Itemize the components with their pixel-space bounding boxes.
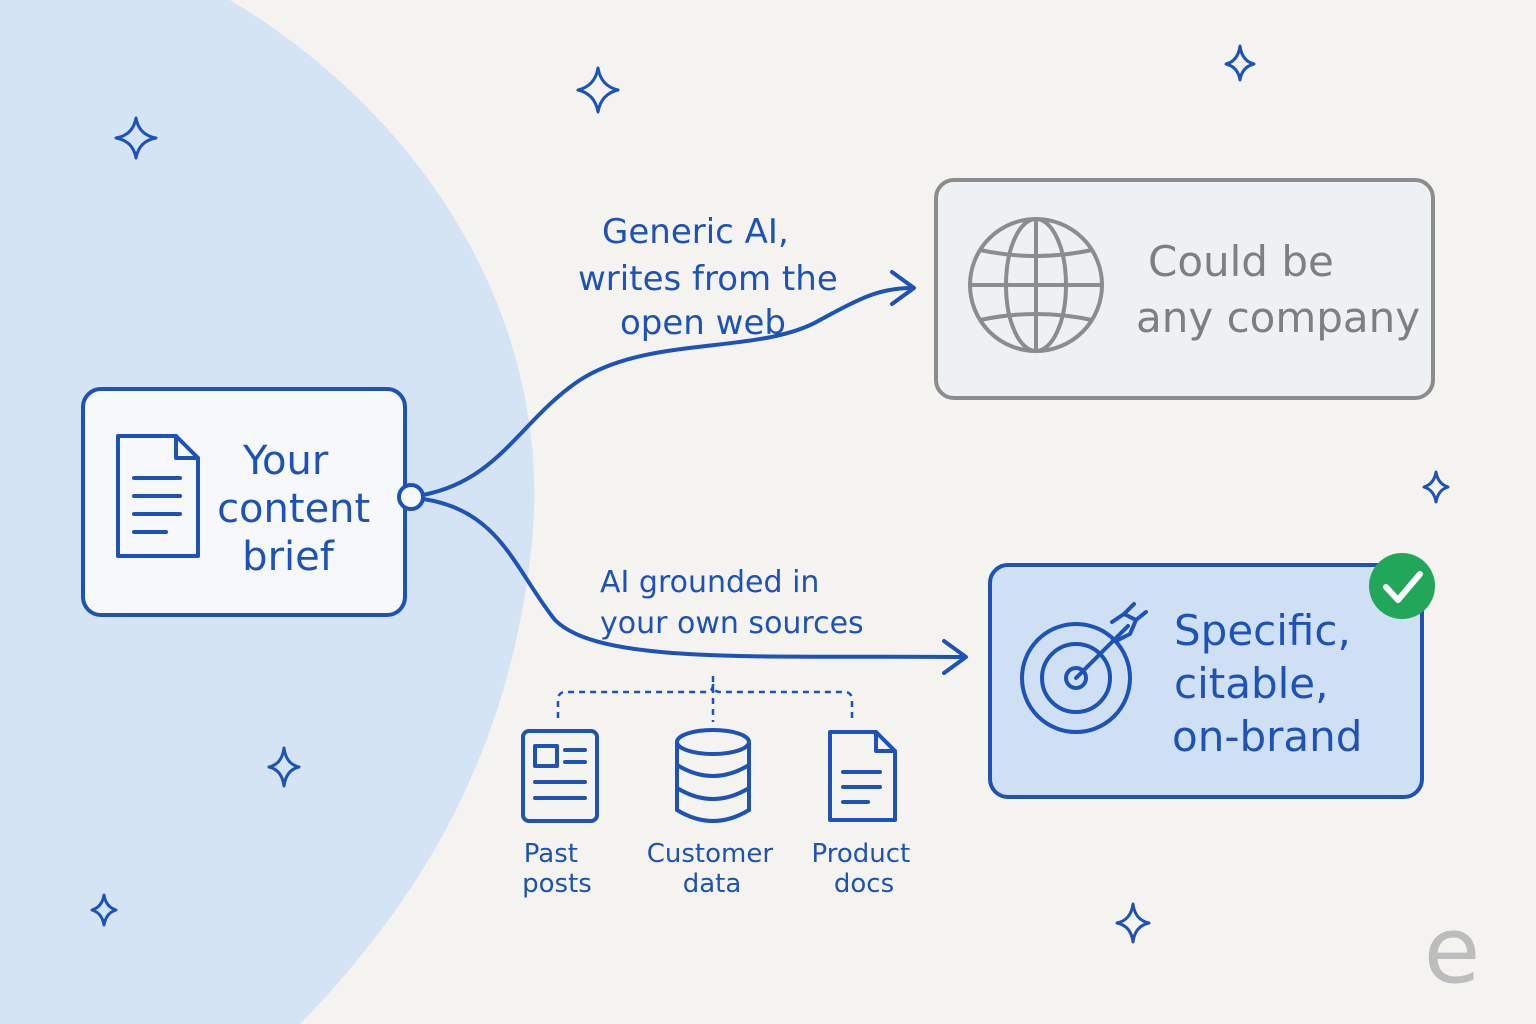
generic-path-line: Generic AI, (602, 212, 789, 252)
generic-result-line: Could be (1148, 237, 1334, 286)
grounded-arrowhead (942, 639, 968, 675)
sparkle-decorations (90, 44, 1450, 944)
source-label: posts (522, 869, 592, 899)
generic-result-label: Could be any company (1136, 237, 1420, 342)
generic-path-arrow (421, 286, 914, 497)
sparkle-icon (267, 746, 301, 788)
check-badge (1369, 553, 1435, 619)
generic-path-line: writes from the (578, 259, 838, 299)
source-label: Past (524, 839, 578, 869)
content-brief-label: Your content brief (217, 438, 383, 580)
sparkle-icon (576, 66, 620, 114)
content-brief-node: Your content brief (81, 387, 425, 617)
generic-path-line: open web (620, 303, 786, 343)
source-label: data (683, 869, 742, 899)
svg-text:Product docs: Product docs (812, 839, 919, 899)
svg-text:Past posts: Past posts (522, 839, 592, 899)
database-icon (675, 728, 751, 823)
generic-result-node: Could be any company (934, 178, 1435, 400)
globe-icon (968, 217, 1104, 353)
generic-result-box (934, 178, 1435, 400)
sources-connector (556, 676, 854, 722)
source-label: Product (812, 839, 911, 869)
svg-text:Customer data: Customer data (647, 839, 782, 899)
sparkle-icon (114, 116, 158, 160)
grounded-result-line: Specific, (1174, 606, 1351, 655)
connector-node (397, 483, 425, 511)
grounded-result-node: Specific, citable, on-brand (988, 553, 1435, 799)
source-product-docs: Product docs (812, 730, 919, 899)
grounded-result-box (988, 563, 1424, 799)
source-past-posts: Past posts (521, 729, 599, 899)
article-icon (521, 729, 599, 823)
grounded-path-arrow (421, 497, 966, 659)
source-label: docs (834, 869, 894, 899)
grounded-path-line: your own sources (600, 606, 864, 641)
generic-path-label: Generic AI, writes from the open web (578, 212, 849, 343)
content-brief-line: content (217, 486, 370, 532)
sparkle-icon (1115, 902, 1151, 944)
document-icon (116, 434, 200, 558)
sparkle-icon (1422, 470, 1450, 504)
sparkle-icon (1224, 44, 1256, 82)
grounded-result-line: citable, (1174, 659, 1329, 708)
brand-logo: e (1424, 897, 1481, 1004)
check-badge-circle (1369, 553, 1435, 619)
grounded-path-line: AI grounded in (600, 565, 819, 600)
generic-arrowhead (890, 270, 916, 306)
grounded-result-line: on-brand (1172, 712, 1362, 761)
check-icon (1383, 571, 1423, 603)
grounded-path-label: AI grounded in your own sources (600, 565, 864, 641)
sparkle-icon (90, 893, 118, 927)
source-label: Customer (647, 839, 774, 869)
document-icon (828, 730, 897, 822)
source-customer-data: Customer data (647, 728, 782, 899)
branch-connectors (421, 270, 968, 675)
target-icon (1020, 602, 1148, 734)
content-brief-line: brief (242, 534, 335, 580)
grounded-result-label: Specific, citable, on-brand (1172, 606, 1364, 761)
content-brief-line: Your (242, 438, 329, 484)
generic-result-line: any company (1136, 293, 1420, 342)
